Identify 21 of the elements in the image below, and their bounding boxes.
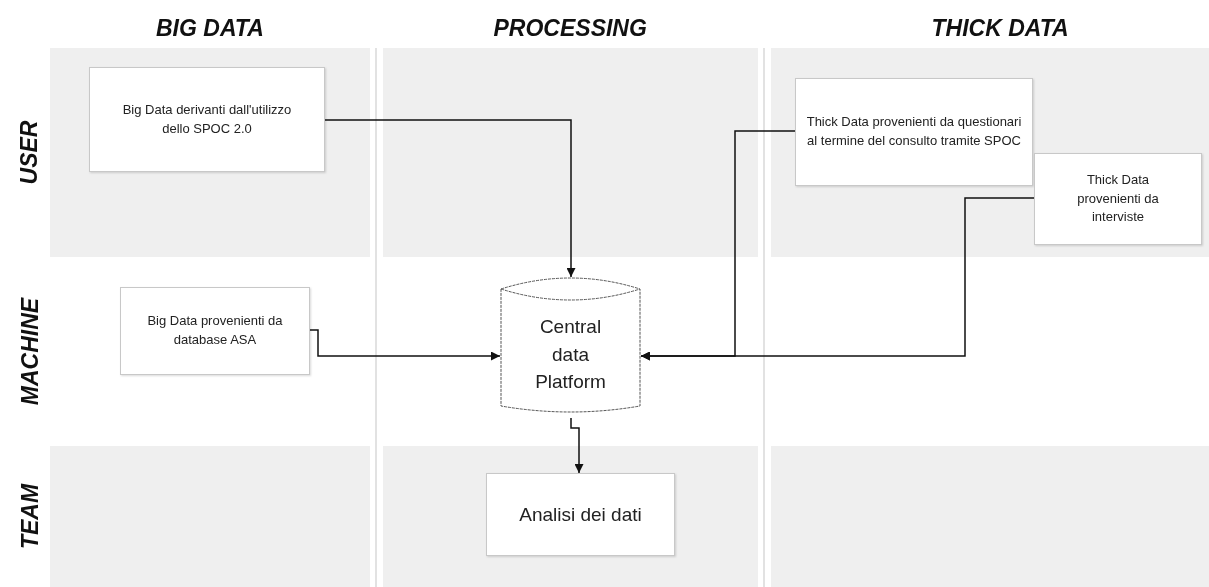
process-box (89, 67, 325, 172)
row-header: TEAM (16, 483, 44, 549)
column-header: THICK DATA (931, 14, 1069, 42)
process-box (795, 78, 1033, 186)
arrow (324, 119, 576, 278)
node-text: Thick Data provenienti da interviste (1076, 170, 1160, 227)
process-box (120, 287, 310, 375)
process-box (486, 473, 675, 556)
node-text: Thick Data provenienti da questionari al termine del consulto tramite SPOC (806, 113, 1022, 150)
column-header: PROCESSING (493, 14, 647, 42)
column-header: BIG DATA (156, 14, 264, 42)
node-text: Big Data provenienti da database ASA (146, 312, 284, 349)
row-header: USER (16, 120, 44, 184)
process-box (1034, 153, 1202, 245)
arrow (640, 197, 1035, 361)
node-text: Analisi dei dati (519, 502, 642, 527)
arrow (570, 417, 584, 474)
arrow (309, 329, 501, 361)
node-text: Central data Platform (534, 315, 607, 395)
row-header: MACHINE (16, 297, 44, 405)
node-text: Big Data derivanti dall'utilizzo dello SPOC 2.0 (121, 100, 293, 138)
